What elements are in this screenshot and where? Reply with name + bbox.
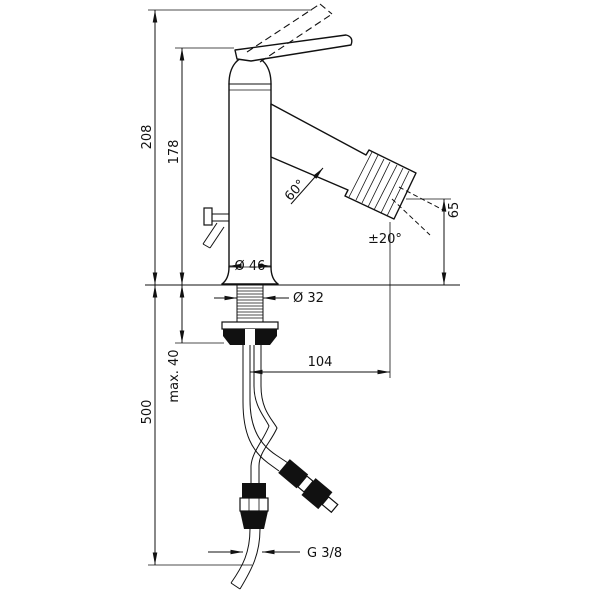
dim-label-d46: Ø 46: [235, 259, 266, 274]
shank-threads: [237, 287, 263, 319]
dim-total-height: 208: [140, 9, 312, 285]
aerator-hatch: [348, 151, 410, 217]
dim-shank-diameter: Ø 32: [214, 291, 324, 306]
dim-label-65: 65: [447, 202, 462, 219]
faucet-body: [221, 55, 279, 285]
dim-body-diameter: Ø 46: [229, 259, 271, 274]
dim-hose-length: 500: [140, 285, 252, 566]
dim-label-swivel: ±20°: [368, 232, 402, 247]
pull-rod: [202, 207, 229, 249]
dim-label-g38: G 3/8: [307, 546, 342, 561]
dim-reach: 104: [250, 222, 391, 378]
dim-label-500: 500: [140, 400, 155, 425]
lever-raised-dashed: [246, 3, 333, 63]
dim-outlet-height: 65: [406, 198, 462, 285]
dim-label-208: 208: [140, 125, 155, 150]
hose-connector-angled: [278, 459, 339, 514]
dim-label-60deg: 60°: [282, 177, 309, 204]
dim-label-max40: max. 40: [167, 349, 182, 402]
dim-label-104: 104: [308, 355, 333, 370]
hose-connector-straight: [230, 483, 269, 590]
dim-max-mounting: max. 40: [167, 285, 224, 403]
swivel-annotation: ±20°: [368, 186, 448, 247]
supply-hoses: [242, 345, 289, 483]
mounting-washer: [221, 321, 279, 330]
dim-label-178: 178: [167, 140, 182, 165]
spout: [270, 103, 417, 220]
dim-body-height: 178: [167, 47, 234, 285]
dim-label-d32: Ø 32: [293, 291, 324, 306]
threaded-shank: [236, 285, 264, 322]
lever-handle: [234, 34, 353, 62]
mounting-nut: [223, 329, 277, 345]
connection-annotation: G 3/8: [208, 546, 342, 561]
